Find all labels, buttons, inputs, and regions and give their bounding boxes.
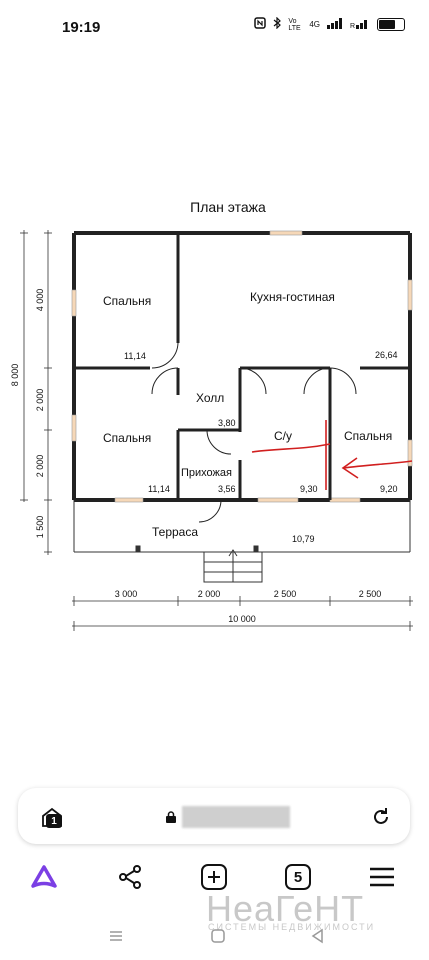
address-bar[interactable]: 1 bbox=[18, 788, 410, 844]
battery-icon bbox=[377, 18, 405, 31]
status-time: 19:19 bbox=[62, 19, 101, 36]
room-area: 9,30 bbox=[300, 484, 318, 494]
terrace-outline bbox=[73, 500, 411, 553]
dim-bottom: 2 500 bbox=[359, 589, 382, 599]
dim-bottom: 2 000 bbox=[198, 589, 221, 599]
reload-icon[interactable] bbox=[370, 806, 392, 828]
room-label: Кухня-гостиная bbox=[250, 290, 335, 304]
lock-icon bbox=[166, 810, 176, 823]
status-bar: 19:19 Vo LTE 4G R bbox=[0, 0, 429, 56]
room-area: 10,79 bbox=[292, 534, 315, 544]
room-area: 11,14 bbox=[148, 484, 170, 494]
room-label: Прихожая bbox=[181, 467, 232, 479]
network-label: 4G bbox=[309, 20, 320, 29]
dim-total: 10 000 bbox=[228, 614, 256, 624]
signal-icon-2: R bbox=[350, 18, 370, 32]
tabs-counter-label: 5 bbox=[293, 868, 303, 886]
red-annotation bbox=[251, 420, 413, 490]
back-icon[interactable] bbox=[310, 928, 326, 949]
dim-bottom: 3 000 bbox=[115, 589, 138, 599]
bottom-dimension-lines bbox=[72, 596, 413, 631]
home-icon[interactable] bbox=[210, 928, 226, 949]
interior-walls bbox=[74, 233, 410, 500]
door-swings bbox=[151, 342, 357, 523]
new-tab-icon[interactable] bbox=[198, 861, 230, 893]
alice-icon[interactable] bbox=[28, 861, 60, 893]
room-area: 3,56 bbox=[218, 484, 236, 494]
floor-plan-image: План этажа bbox=[0, 180, 429, 650]
watermark-logo: НеаГеНТ bbox=[206, 888, 365, 929]
nfc-icon bbox=[254, 17, 267, 32]
room-label: Терраса bbox=[152, 525, 198, 539]
dim-bottom: 2 500 bbox=[274, 589, 297, 599]
recents-icon[interactable] bbox=[108, 928, 124, 949]
watermark-tagline: СИСТЕМЫ НЕДВИЖИМОСТИ bbox=[208, 922, 376, 932]
tabs-count-badge[interactable]: 1 bbox=[46, 814, 62, 828]
room-label: С/у bbox=[274, 429, 292, 443]
dim-left: 4 000 bbox=[35, 289, 45, 312]
entrance-steps bbox=[203, 549, 263, 583]
room-area: 3,80 bbox=[218, 418, 236, 428]
svg-text:R: R bbox=[350, 23, 355, 29]
volte-label: Vo LTE bbox=[288, 17, 301, 32]
dim-left: 1 500 bbox=[35, 516, 45, 539]
dim-left: 2 000 bbox=[35, 455, 45, 478]
left-dimension-lines bbox=[20, 230, 52, 555]
status-icons: Vo LTE 4G R bbox=[254, 16, 405, 32]
room-area: 26,64 bbox=[375, 350, 398, 360]
room-label: Спальня bbox=[344, 429, 392, 443]
url-text[interactable] bbox=[182, 806, 290, 828]
bluetooth-icon bbox=[273, 16, 282, 32]
room-area: 9,20 bbox=[380, 484, 398, 494]
room-area: 11,14 bbox=[124, 351, 146, 361]
plan-title: План этажа bbox=[190, 199, 266, 215]
menu-icon[interactable] bbox=[366, 861, 398, 893]
room-label: Спальня bbox=[103, 294, 151, 308]
room-label: Спальня bbox=[103, 431, 151, 445]
system-nav-bar bbox=[0, 920, 429, 960]
room-labels: Спальня 11,14 Кухня-гостиная 26,64 Холл … bbox=[103, 290, 398, 544]
browser-bottom-nav: 5 bbox=[0, 855, 429, 905]
left-dimension-labels: 8 000 4 000 2 000 2 000 1 500 bbox=[10, 289, 45, 539]
room-label: Холл bbox=[196, 391, 224, 405]
dim-left: 2 000 bbox=[35, 389, 45, 412]
share-icon[interactable] bbox=[114, 861, 146, 893]
tabs-counter-icon[interactable]: 5 bbox=[282, 861, 314, 893]
signal-icon bbox=[327, 17, 343, 32]
dim-left-total: 8 000 bbox=[10, 364, 20, 387]
bottom-dimension-labels: 3 000 2 000 2 500 2 500 10 000 bbox=[115, 589, 382, 624]
